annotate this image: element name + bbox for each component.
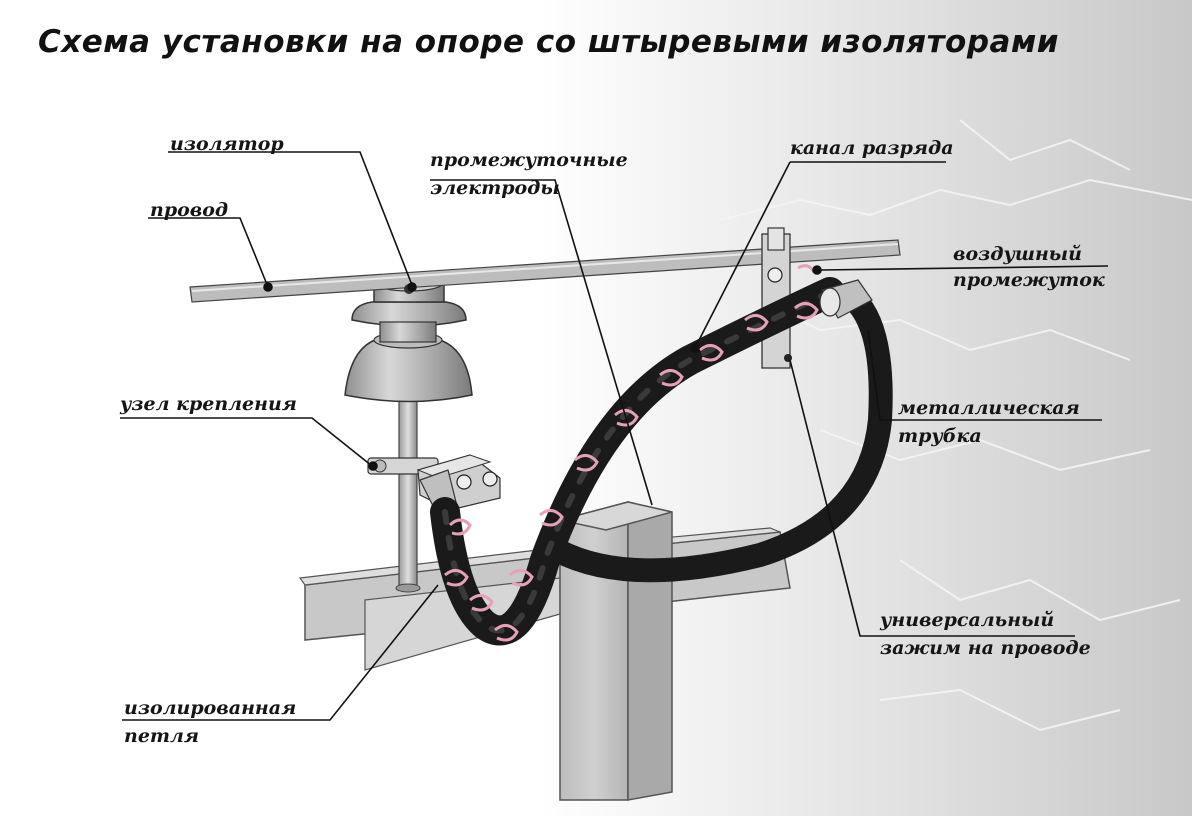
page-title: Схема установки на опоре со штыревыми из… [38,24,1060,60]
label-universal-clamp-line2: зажим на проводе [880,637,1091,659]
leader-lines [120,151,1109,721]
metal-tube [819,279,873,319]
label-metal-tube-line2: трубка [898,425,982,447]
label-intermediate-electrodes-line2: электроды [430,177,560,199]
label-metal-tube-line1: металлическая [898,397,1080,419]
intermediate-electrodes [444,264,819,642]
label-wire: провод [150,199,229,221]
overhead-wire [189,239,901,303]
label-mounting-unit: узел крепления [120,393,297,415]
label-air-gap-line2: промежуток [953,269,1105,291]
insulator-pin [395,389,421,593]
label-discharge-channel: канал разряда [790,137,954,159]
label-insulated-loop-line1: изолированная [124,697,297,719]
label-universal-clamp-line1: универсальный [880,609,1055,631]
label-insulator: изолятор [170,133,284,155]
label-air-gap-line1: воздушный [953,243,1082,265]
label-insulated-loop-line2: петля [124,725,200,747]
label-intermediate-electrodes-line1: промежуточные [430,149,628,171]
